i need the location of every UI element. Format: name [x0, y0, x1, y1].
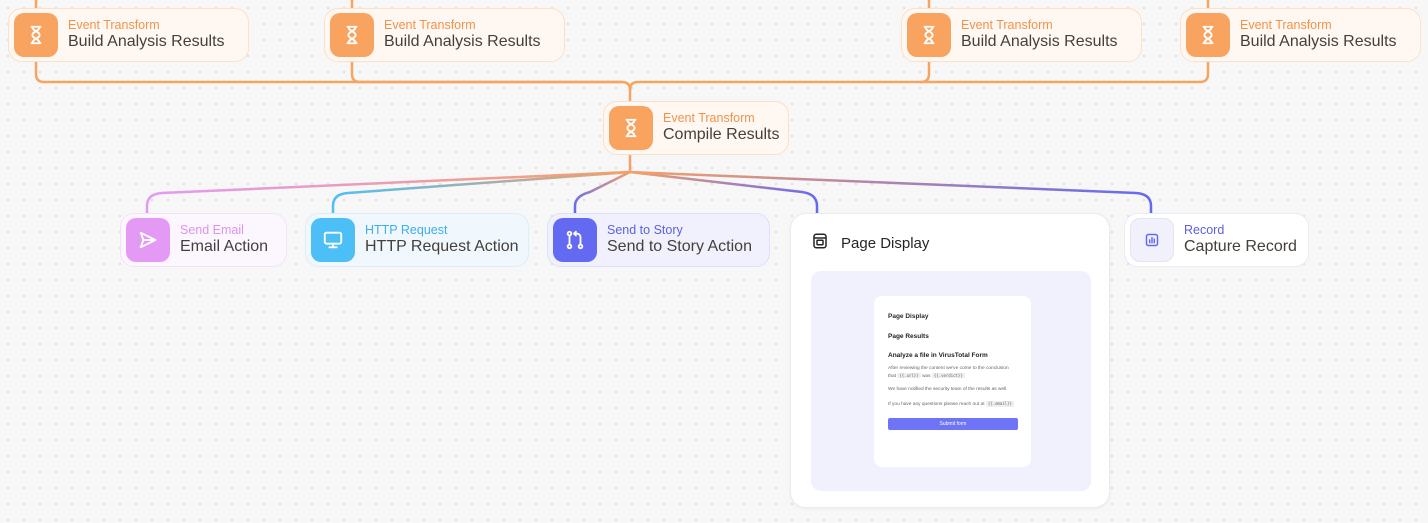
- build-analysis-node-1[interactable]: Event Transform Build Analysis Results: [8, 8, 249, 62]
- page-preview: Page Display Page Results Analyze a file…: [874, 296, 1031, 467]
- card-header: Page Display: [811, 232, 929, 255]
- preview-title: Page Display: [888, 313, 929, 320]
- node-name-label: Build Analysis Results: [1240, 33, 1397, 51]
- preview-paragraph-1: After reviewing the content we've come t…: [888, 366, 1017, 380]
- build-analysis-node-4[interactable]: Event Transform Build Analysis Results: [1180, 8, 1421, 62]
- hourglass-icon: [1186, 13, 1230, 57]
- preview-paragraph-3: If you have any questions please reach o…: [888, 401, 1017, 409]
- chart-icon: [1130, 218, 1174, 262]
- page-preview-area[interactable]: Page Display Page Results Analyze a file…: [811, 271, 1091, 491]
- preview-paragraph-2: We have notified the security team of th…: [888, 387, 1008, 393]
- preview-code-url: {{.url}}: [897, 372, 921, 379]
- preview-code-verdict: {{.verdict}}: [931, 372, 965, 379]
- send-email-node[interactable]: Send Email Email Action: [120, 213, 287, 267]
- build-analysis-node-3[interactable]: Event Transform Build Analysis Results: [901, 8, 1142, 62]
- node-name-label: Compile Results: [663, 126, 780, 144]
- node-name-label: Email Action: [180, 238, 269, 256]
- page-display-title: Page Display: [841, 235, 930, 252]
- node-name-label: Capture Record: [1184, 238, 1297, 256]
- record-node[interactable]: Record Capture Record: [1124, 213, 1309, 267]
- hourglass-icon: [14, 13, 58, 57]
- node-type-label: Event Transform: [961, 18, 1053, 33]
- node-name-label: Build Analysis Results: [961, 33, 1118, 51]
- node-name-label: HTTP Request Action: [365, 238, 519, 256]
- page-display-node[interactable]: Page Display Page Display Page Results A…: [790, 213, 1110, 508]
- branch-icon: [553, 218, 597, 262]
- node-type-label: Event Transform: [68, 18, 160, 33]
- preview-text: was: [921, 373, 931, 379]
- preview-heading: Analyze a file in VirusTotal Form: [888, 352, 988, 359]
- node-type-label: Send to Story: [607, 223, 683, 238]
- node-type-label: Event Transform: [384, 18, 476, 33]
- monitor-icon: [311, 218, 355, 262]
- node-type-label: Send Email: [180, 223, 244, 238]
- node-type-label: Record: [1184, 223, 1225, 238]
- preview-subtitle: Page Results: [888, 333, 929, 340]
- compile-results-node[interactable]: Event Transform Compile Results: [603, 101, 789, 155]
- node-name-label: Build Analysis Results: [384, 33, 541, 51]
- build-analysis-node-2[interactable]: Event Transform Build Analysis Results: [324, 8, 565, 62]
- hourglass-icon: [609, 106, 653, 150]
- http-request-node[interactable]: HTTP Request HTTP Request Action: [305, 213, 529, 267]
- hourglass-icon: [907, 13, 951, 57]
- hourglass-icon: [330, 13, 374, 57]
- node-name-label: Build Analysis Results: [68, 33, 225, 51]
- node-name-label: Send to Story Action: [607, 238, 752, 256]
- node-type-label: Event Transform: [1240, 18, 1332, 33]
- node-type-label: HTTP Request: [365, 223, 448, 238]
- send-icon: [126, 218, 170, 262]
- submit-form-button[interactable]: Submit form: [888, 417, 1018, 430]
- preview-text: If you have any questions please reach o…: [888, 402, 985, 408]
- send-to-story-node[interactable]: Send to Story Send to Story Action: [547, 213, 770, 267]
- preview-text: After reviewing the content we've come t…: [888, 366, 1009, 379]
- node-type-label: Event Transform: [663, 111, 755, 126]
- page-icon: [811, 232, 829, 255]
- preview-code-email: {{.email}}: [985, 401, 1014, 407]
